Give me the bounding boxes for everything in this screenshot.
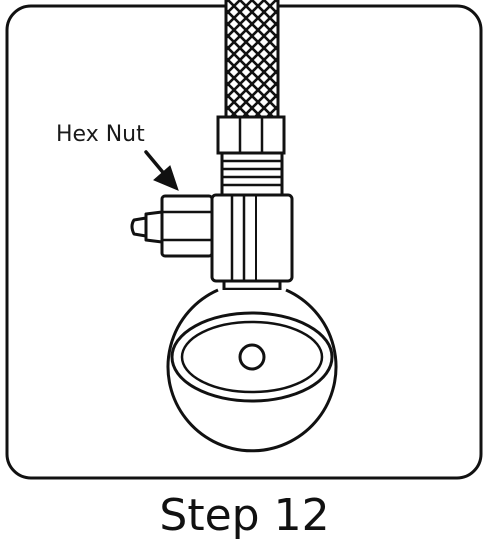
side-hex-nut [160,194,214,258]
hex-nut-label: Hex Nut [56,122,145,147]
hose-hex-fitting [216,115,286,155]
tee-valve-body [210,193,294,283]
step-caption: Step 12 [159,490,330,541]
arrow-down-right-icon [144,150,179,191]
braided-hose [224,0,280,118]
upper-threaded-stem [220,151,284,197]
round-base [166,288,338,453]
side-nozzle [130,210,164,244]
